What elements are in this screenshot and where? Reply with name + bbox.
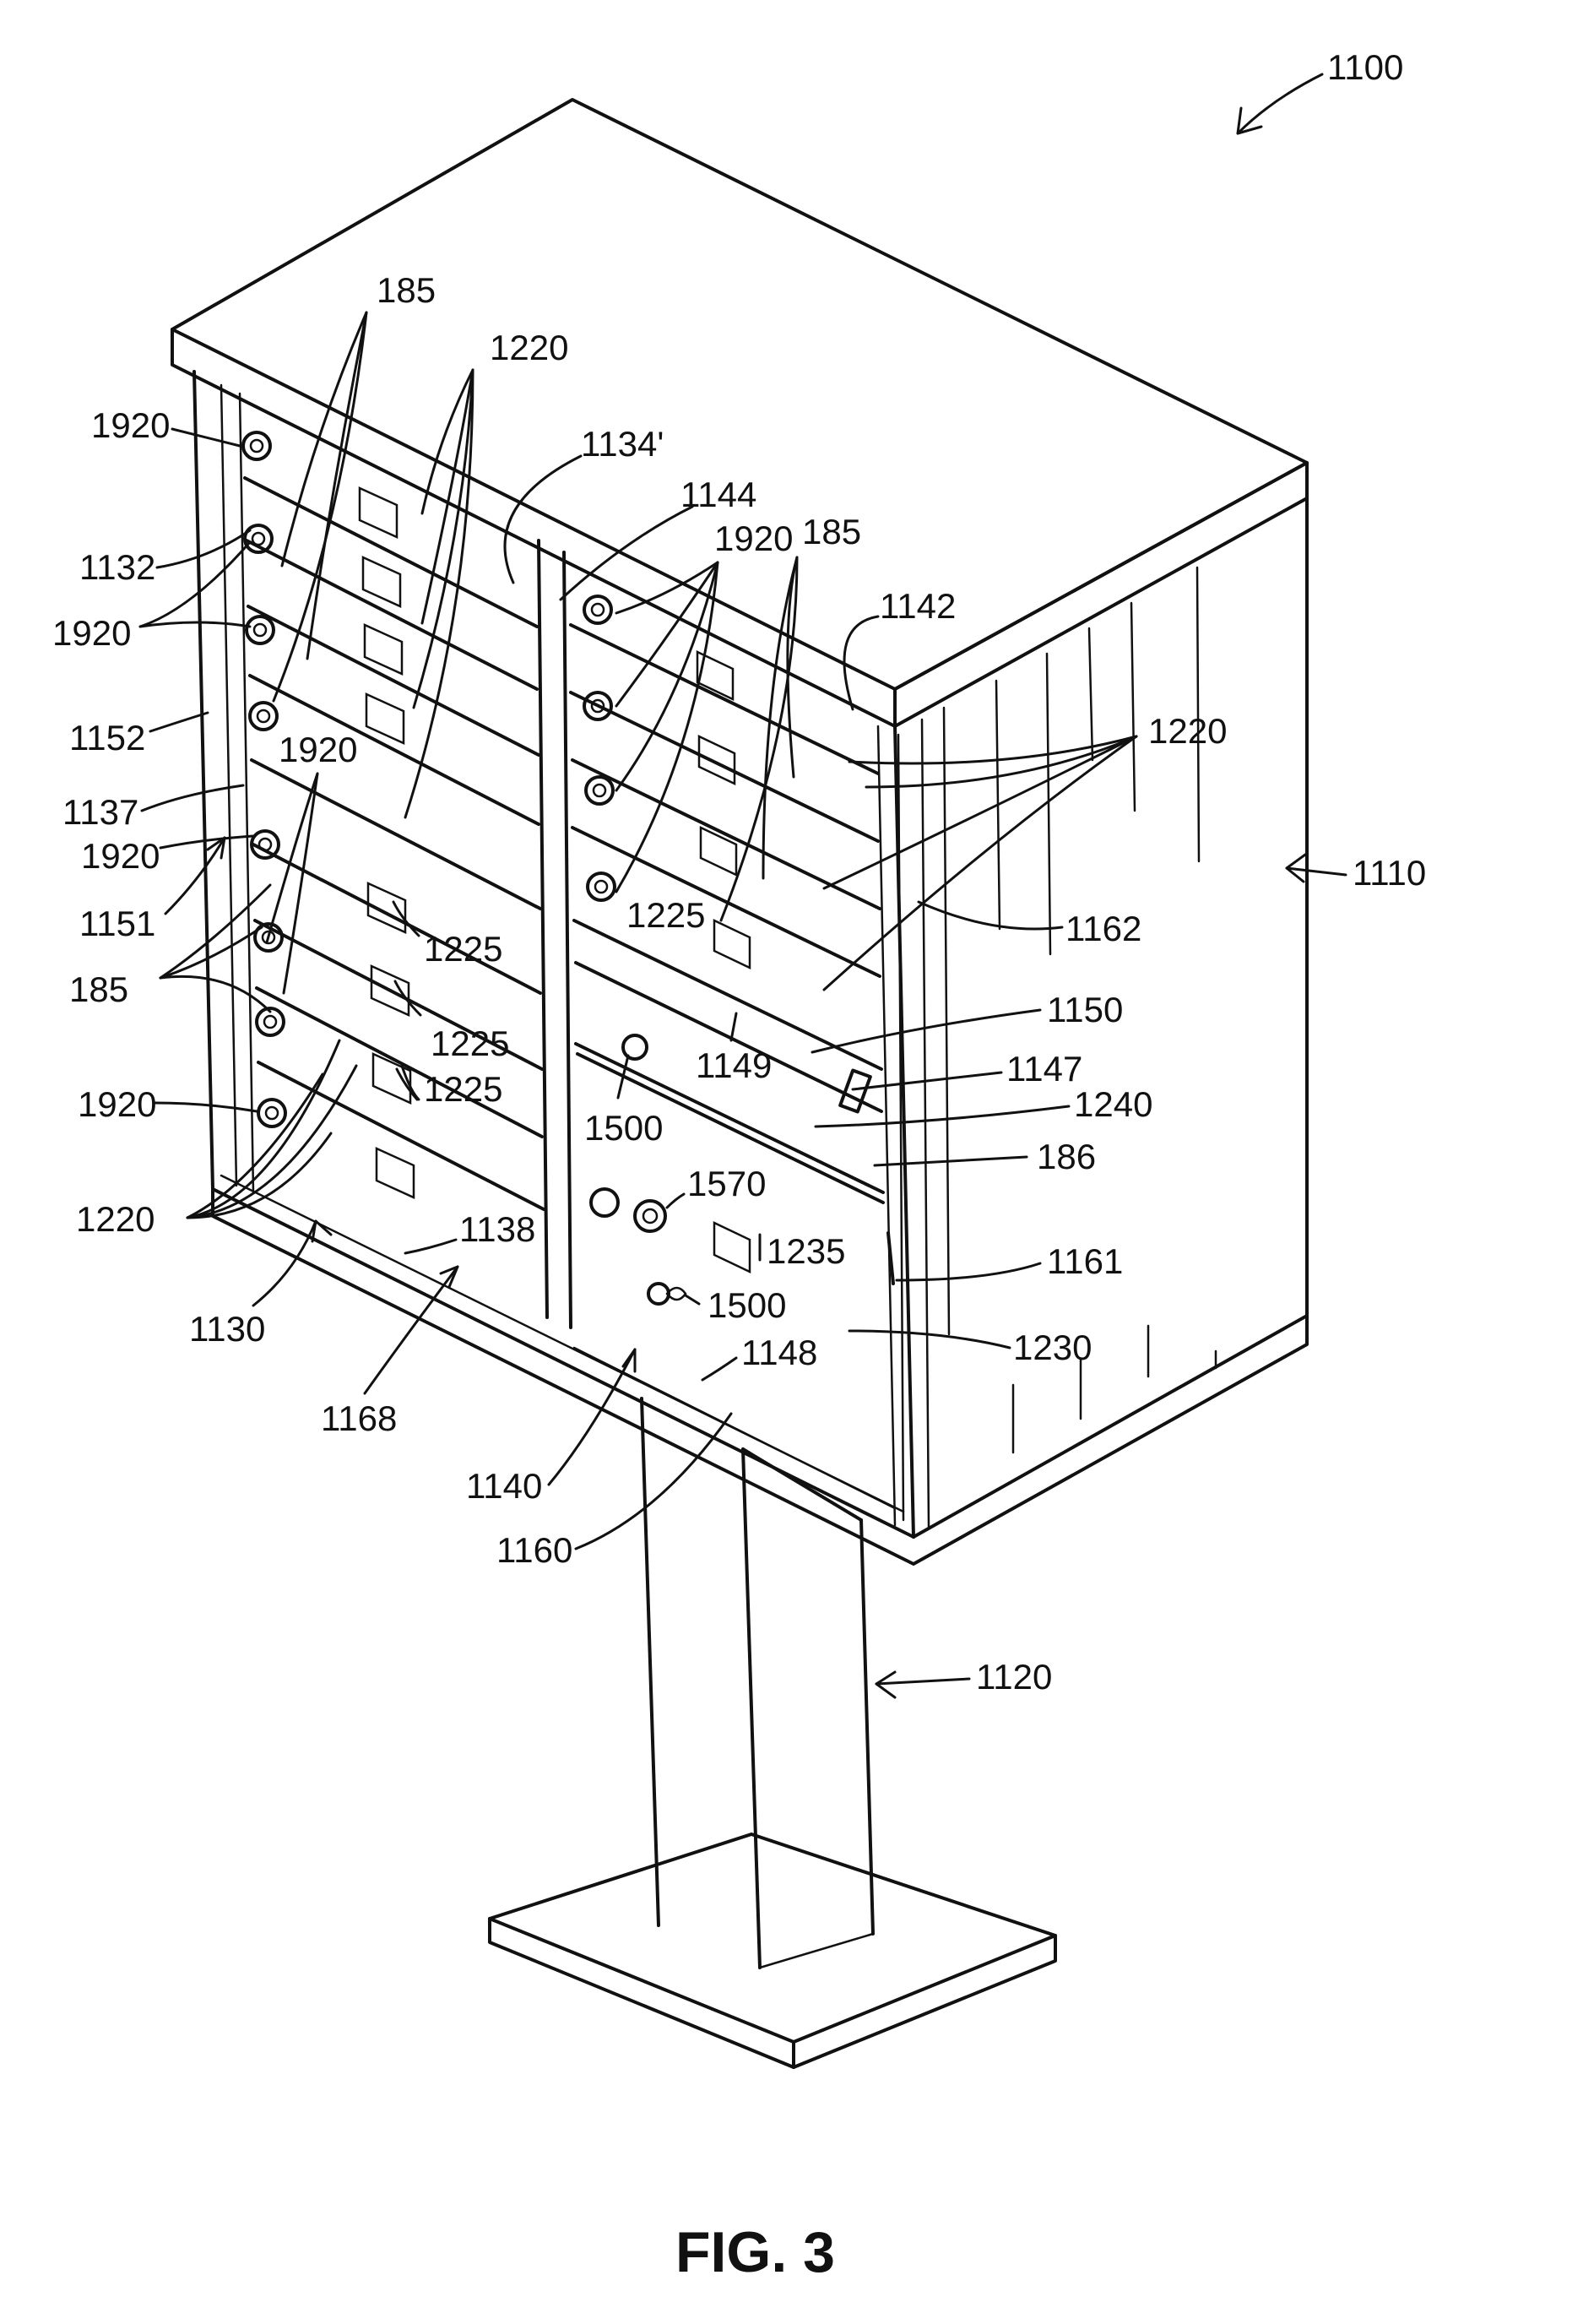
pedestal [490,1398,1055,2067]
reference-labels: 1100 185 1220 1920 1134' 1144 1920 185 1… [52,47,1426,2284]
ref-label-1137: 1137 [62,792,138,832]
ref-label-1225: 1225 [424,1069,502,1109]
ref-label-1134: 1134' [581,424,664,464]
ref-label-1140: 1140 [466,1466,542,1506]
ref-label-1225: 1225 [431,1024,509,1063]
ref-label-185: 185 [69,969,128,1009]
ref-label-1160: 1160 [496,1530,572,1570]
ref-label-1161: 1161 [1047,1241,1123,1281]
ref-label-1149: 1149 [696,1045,772,1085]
ref-label-1151: 1151 [79,904,155,943]
ref-label-1120: 1120 [976,1657,1052,1697]
ref-label-1920: 1920 [714,519,793,558]
figure-caption: FIG. 3 [675,2220,835,2284]
ref-label-1147: 1147 [1006,1049,1082,1089]
ref-label-186: 186 [1037,1137,1096,1176]
ref-label-185: 185 [802,512,861,551]
ref-label-1920: 1920 [91,405,170,445]
ref-label-1152: 1152 [69,718,145,757]
cabinet-housing [172,100,1307,1564]
ref-label-1220: 1220 [76,1199,155,1239]
ref-label-1168: 1168 [321,1398,397,1438]
ref-label-1500: 1500 [584,1108,663,1148]
ref-label-1240: 1240 [1074,1084,1152,1124]
ref-label-1110: 1110 [1353,853,1426,893]
ref-label-1142: 1142 [880,586,956,626]
ref-label-1148: 1148 [741,1333,817,1372]
ref-label-1230: 1230 [1013,1328,1092,1367]
ref-label-1920: 1920 [52,613,131,653]
ref-label-1130: 1130 [189,1309,265,1349]
ref-label-1570: 1570 [687,1164,766,1203]
ref-label-1235: 1235 [767,1231,845,1271]
ref-label-1144: 1144 [680,475,756,514]
ref-label-1220: 1220 [490,328,568,367]
ref-label-1225: 1225 [626,895,705,935]
ref-label-1100: 1100 [1327,47,1403,87]
ref-label-1920: 1920 [81,836,160,876]
ref-label-1500: 1500 [708,1285,786,1325]
ref-label-1920: 1920 [78,1084,156,1124]
ref-label-1150: 1150 [1047,990,1123,1029]
right-lock-cylinders [584,596,615,900]
left-nameplates [360,488,414,1197]
ref-label-185: 185 [377,270,436,310]
ref-label-1225: 1225 [424,929,502,969]
ref-label-1162: 1162 [1065,909,1141,948]
ref-label-1220: 1220 [1148,711,1227,751]
ref-label-1920: 1920 [279,730,357,769]
ref-label-1138: 1138 [459,1209,535,1249]
ref-label-1132: 1132 [79,547,155,587]
